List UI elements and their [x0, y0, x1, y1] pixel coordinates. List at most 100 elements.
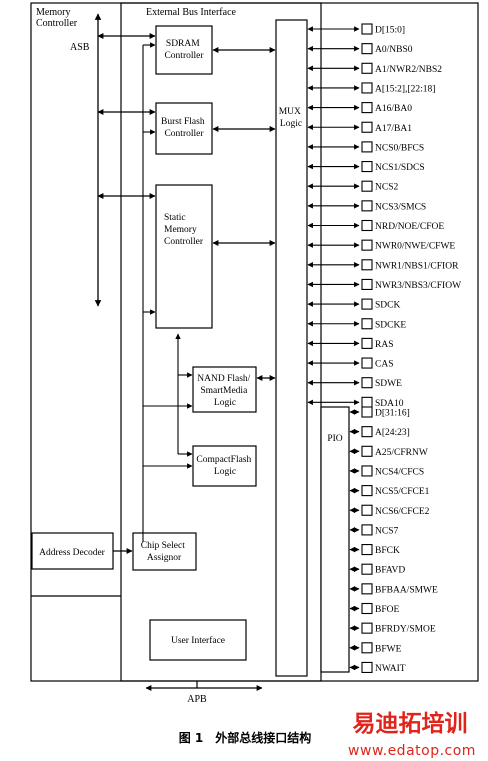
mux-pin-pad	[361, 396, 373, 408]
mux-pin-label: A0/NBS0	[375, 45, 413, 55]
mux-label-line1: MUX	[279, 107, 301, 117]
user-interface-label: User Interface	[171, 635, 225, 646]
nand-label-line3: Logic	[214, 398, 236, 408]
mux-pin-label: NWR1/NBS1/CFIOR	[375, 261, 459, 271]
csa-label-line2: Assignor	[147, 553, 182, 563]
static-label-line3: Controller	[164, 237, 204, 247]
burst-label-line2: Controller	[164, 129, 204, 139]
chip-select-assignor-label: Chip Select Assignor	[141, 541, 187, 563]
watermark-url: www.edatop.com	[348, 743, 476, 759]
mux-pin-label: A[15:2],[22:18]	[375, 84, 435, 94]
nand-label-line1: NAND Flash/	[197, 374, 250, 384]
pio-pin-pad	[361, 563, 373, 575]
mux-pin-pad	[361, 161, 373, 173]
asb-label: ASB	[70, 42, 90, 53]
pio-pin-pad	[361, 524, 373, 536]
pio-pin-label: BFWE	[375, 644, 402, 654]
pio-pin-label: BFBAA/SMWE	[375, 585, 438, 595]
pio-pin-label: BFOE	[375, 605, 399, 615]
mux-pin-label: SDCK	[375, 301, 400, 311]
pio-pin-pad	[361, 642, 373, 654]
pio-pin-label: NCS5/CFCE1	[375, 487, 430, 497]
mux-pin-label: NCS2	[375, 183, 398, 193]
pio-pin-pad	[361, 485, 373, 497]
mux-pin-pad	[361, 62, 373, 74]
pio-label: PIO	[327, 434, 342, 444]
mux-pin-pad	[361, 141, 373, 153]
static-label-line2: Memory	[164, 225, 197, 235]
mux-pin-pad	[361, 318, 373, 330]
mux-pin-label: D[15:0]	[375, 26, 405, 36]
pio-pin-label: BFAVD	[375, 566, 405, 576]
figure-caption: 图 1 外部总线接口结构	[179, 730, 312, 745]
mux-logic-label: MUX Logic	[279, 107, 304, 129]
pio-pin-label: D[31:16]	[375, 409, 410, 419]
mux-pin-label: A16/BA0	[375, 104, 412, 114]
mux-pin-label: SDCKE	[375, 320, 406, 330]
user-interface-block	[149, 619, 247, 661]
pio-pin-pad	[361, 583, 373, 595]
sdram-controller-block	[155, 25, 213, 75]
pio-pin-pad	[361, 465, 373, 477]
burst-label-line1: Burst Flash	[161, 117, 205, 127]
mux-pin-pad	[361, 200, 373, 212]
apb-label: APB	[187, 694, 207, 705]
mux-pin-pad	[361, 337, 373, 349]
mux-pin-pad	[361, 82, 373, 94]
mux-pin-label: A1/NWR2/NBS2	[375, 65, 442, 75]
pio-pin-label: NCS4/CFCS	[375, 467, 424, 477]
nand-flash-logic-label: NAND Flash/ SmartMedia Logic	[197, 374, 252, 408]
memory-controller-title: Memory Controller	[36, 7, 78, 29]
mux-pin-label: SDA10	[375, 399, 404, 409]
sdram-label-line1: SDRAM	[166, 39, 200, 49]
pio-pin-pad	[361, 661, 373, 674]
pio-pin-list: D[31:16]A[24:23]A25/CFRNWNCS4/CFCSNCS5/C…	[349, 406, 438, 674]
sdram-label-line2: Controller	[164, 51, 204, 61]
pio-pin-label: BFRDY/SMOE	[375, 625, 436, 635]
ebi-title: External Bus Interface	[146, 7, 237, 18]
mux-pin-pad	[361, 278, 373, 291]
cf-label-line1: CompactFlash	[196, 455, 251, 465]
mux-logic-block	[275, 19, 308, 677]
address-decoder-label: Address Decoder	[39, 548, 106, 558]
burst-flash-controller-block	[155, 102, 213, 155]
pio-pin-label: A[24:23]	[375, 428, 410, 438]
mux-pin-pad	[361, 43, 373, 55]
mux-pin-label: NCS1/SDCS	[375, 163, 425, 173]
burst-flash-controller-label: Burst Flash Controller	[161, 117, 207, 139]
compactflash-logic-block	[192, 445, 257, 487]
pio-pin-pad	[361, 622, 373, 634]
mux-pin-pad	[361, 23, 373, 35]
nand-label-line2: SmartMedia	[200, 386, 248, 396]
mux-pin-pad	[361, 357, 373, 369]
mux-pin-pad	[361, 219, 373, 232]
nand-flash-logic-block	[192, 366, 257, 413]
mux-pin-pad	[361, 259, 373, 271]
pio-pin-pad	[361, 504, 373, 516]
pio-block	[320, 406, 350, 673]
static-memory-controller-label: Static Memory Controller	[164, 213, 204, 247]
memory-controller-title-line1: Memory	[36, 7, 70, 18]
cf-label-line2: Logic	[214, 467, 236, 477]
pio-pin-label: NCS6/CFCE2	[375, 507, 430, 517]
sdram-controller-label: SDRAM Controller	[164, 39, 204, 61]
mux-pin-pad	[361, 102, 373, 114]
mux-pin-list: D[15:0] A0/NBS0A1/NWR2/NBS2A[15:2],[22:18…	[307, 23, 461, 409]
address-decoder-block	[31, 532, 114, 570]
edatop-watermark-logo: 易迪拓培训 www.edatop.com	[348, 710, 476, 759]
csa-label-line1: Chip Select	[141, 541, 185, 551]
mux-pin-label: CAS	[375, 360, 393, 370]
watermark-brand: 易迪拓培训	[353, 710, 468, 737]
mux-pin-label: NRD/NOE/CFOE	[375, 222, 444, 232]
mux-pin-label: A17/BA1	[375, 124, 412, 134]
mux-pin-label: NCS3/SMCS	[375, 202, 426, 212]
mux-pin-pad	[361, 121, 373, 133]
mux-label-line2: Logic	[280, 119, 302, 129]
pio-pin-pad	[361, 426, 373, 438]
pio-pin-pad	[361, 543, 373, 556]
mux-pin-pad	[361, 377, 373, 389]
mux-pin-pad	[361, 239, 373, 251]
mux-pin-pad	[361, 298, 373, 310]
pio-pin-pad	[361, 445, 373, 457]
